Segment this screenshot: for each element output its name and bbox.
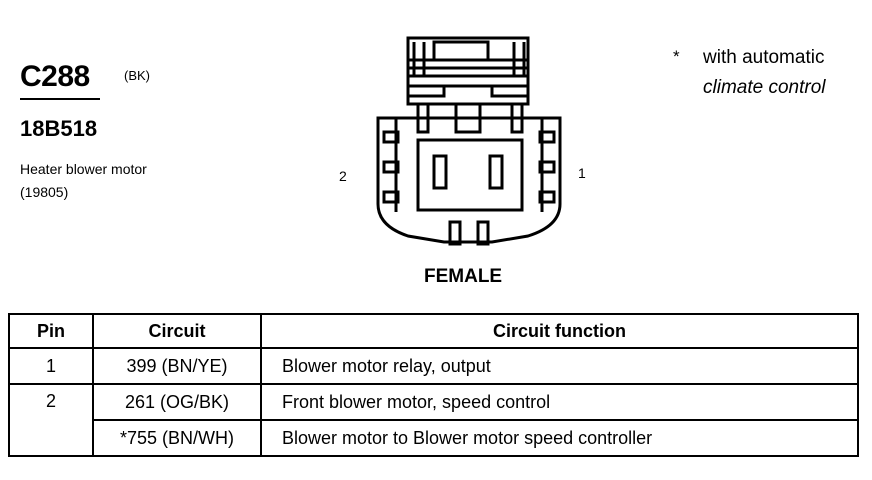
connector-id: C288	[20, 60, 90, 93]
header-pin: Pin	[8, 313, 94, 349]
table-row: 2 261 (OG/BK) Front blower motor, speed …	[8, 383, 859, 457]
pinout-table: Pin Circuit Circuit function 1 399 (BN/Y…	[8, 313, 859, 457]
side-rib	[382, 160, 400, 174]
table-header-row: Pin Circuit Circuit function	[8, 313, 859, 349]
pin-label-2: 2	[339, 168, 347, 184]
cell-circuit: 399 (BN/YE)	[92, 347, 262, 385]
connector-id-underline	[20, 98, 100, 100]
cell-pin: 2	[8, 383, 94, 457]
connector-gender: FEMALE	[424, 266, 503, 287]
bottom-key	[448, 220, 462, 246]
cell-circuit: *755 (BN/WH)	[92, 419, 262, 457]
cell-function: Blower motor relay, output	[260, 347, 859, 385]
header-circuit-function: Circuit function	[260, 313, 859, 349]
component-code: (19805)	[20, 184, 69, 200]
side-rib	[538, 190, 556, 204]
connector-color: (BK)	[124, 68, 150, 83]
terminal-pin-2	[432, 154, 448, 190]
side-rib	[382, 130, 400, 144]
part-number: 18B518	[20, 116, 98, 141]
side-rib	[538, 130, 556, 144]
bottom-key	[476, 220, 490, 246]
latch-band	[406, 74, 530, 88]
table-row: 1 399 (BN/YE) Blower motor relay, output	[8, 347, 859, 385]
terminal-pin-1	[488, 154, 504, 190]
connector-body	[376, 116, 562, 244]
table-row: *755 (BN/WH) Blower motor to Blower moto…	[9, 419, 859, 457]
latch-housing	[406, 36, 530, 106]
body-tab	[454, 102, 482, 134]
side-rib	[382, 190, 400, 204]
body-tab	[416, 102, 430, 134]
latch-tab	[432, 40, 490, 62]
pin-label-1: 1	[578, 165, 586, 181]
connector-face-diagram	[376, 36, 562, 246]
note-marker: *	[673, 47, 680, 66]
note-line-1: with automatic	[703, 47, 825, 68]
cell-function: Blower motor to Blower motor speed contr…	[260, 419, 859, 457]
body-tab	[510, 102, 524, 134]
note-line-2: climate control	[703, 77, 826, 98]
component-name: Heater blower motor	[20, 161, 147, 177]
header-circuit: Circuit	[92, 313, 262, 349]
cell-pin: 1	[8, 347, 94, 385]
cell-circuit: 261 (OG/BK)	[92, 383, 262, 421]
terminal-cavity-frame	[416, 138, 524, 212]
cell-function: Front blower motor, speed control	[260, 383, 859, 421]
side-rib	[538, 160, 556, 174]
